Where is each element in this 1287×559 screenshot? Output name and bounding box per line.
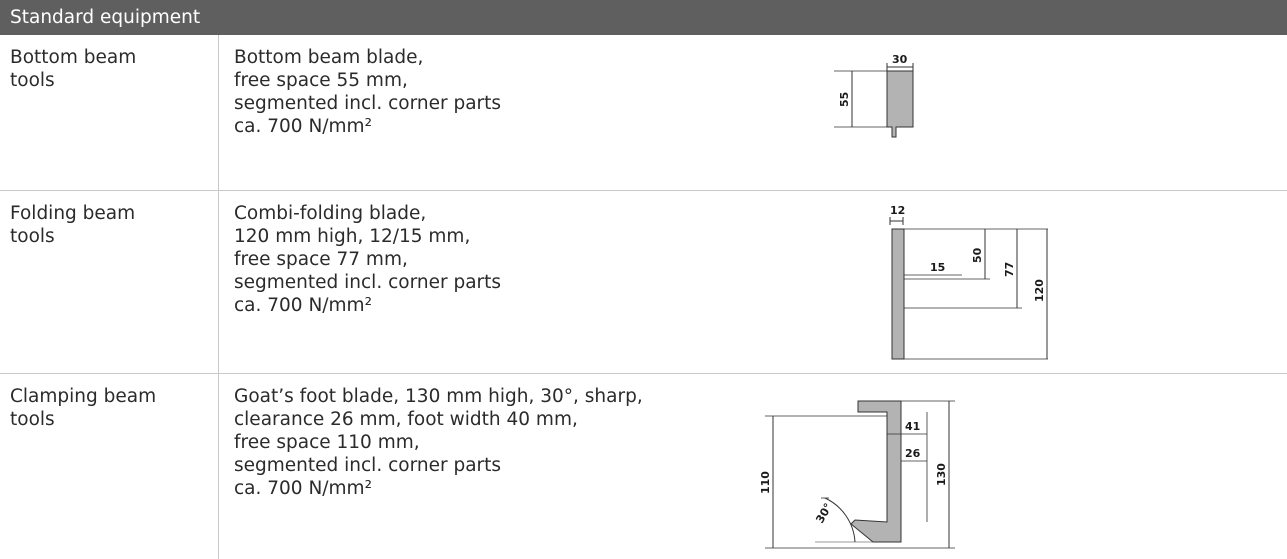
bottom-beam-blade-drawing: 30 55 (834, 53, 914, 138)
table-row-folding-beam: Folding beam tools Combi-folding blade, … (0, 191, 1287, 374)
clamping-beam-blade-drawing: 110 130 41 26 30° (759, 400, 955, 549)
desc-line: 120 mm high, 12/15 mm, (234, 226, 471, 247)
row-description: Bottom beam blade, free space 55 mm, seg… (234, 46, 501, 138)
desc-line: Goat’s foot blade, 130 mm high, 30°, sha… (234, 386, 643, 407)
desc-line: ca. 700 N/mm² (234, 295, 372, 316)
desc-line: segmented incl. corner parts (234, 272, 502, 293)
desc-line: Bottom beam blade, (234, 47, 424, 68)
row-label: Folding beam tools (0, 191, 219, 373)
table-row-bottom-beam: Bottom beam tools Bottom beam blade, fre… (0, 35, 1287, 191)
row-description: Combi-folding blade, 120 mm high, 12/15 … (234, 202, 501, 317)
dim-height: 55 (838, 92, 851, 107)
desc-line: ca. 700 N/mm² (234, 116, 372, 137)
dim-inner: 15 (930, 261, 945, 274)
dim-130: 130 (935, 463, 948, 486)
desc-line: ca. 700 N/mm² (234, 478, 372, 499)
dim-50: 50 (971, 247, 984, 263)
dim-angle: 30° (813, 501, 835, 526)
dim-26: 26 (905, 447, 921, 460)
desc-line: free space 110 mm, (234, 432, 420, 453)
dim-41: 41 (905, 420, 920, 433)
desc-line: free space 77 mm, (234, 249, 408, 270)
row-description: Goat’s foot blade, 130 mm high, 30°, sha… (234, 385, 643, 500)
desc-line: segmented incl. corner parts (234, 93, 502, 114)
desc-line: Combi-folding blade, (234, 203, 427, 224)
desc-line: segmented incl. corner parts (234, 455, 502, 476)
table-row-clamping-beam: Clamping beam tools Goat’s foot blade, 1… (0, 374, 1287, 559)
desc-line: free space 55 mm, (234, 70, 408, 91)
row-label: Clamping beam tools (0, 374, 219, 559)
table-header: Standard equipment (0, 0, 1287, 35)
dim-120: 120 (1033, 279, 1046, 302)
dim-width: 30 (892, 53, 908, 66)
row-label: Bottom beam tools (0, 35, 219, 190)
desc-line: clearance 26 mm, foot width 40 mm, (234, 409, 578, 430)
dim-77: 77 (1003, 262, 1016, 277)
dim-top: 12 (890, 205, 905, 217)
folding-beam-blade-drawing: 12 15 50 77 120 (889, 205, 1048, 360)
dim-110: 110 (759, 471, 772, 494)
